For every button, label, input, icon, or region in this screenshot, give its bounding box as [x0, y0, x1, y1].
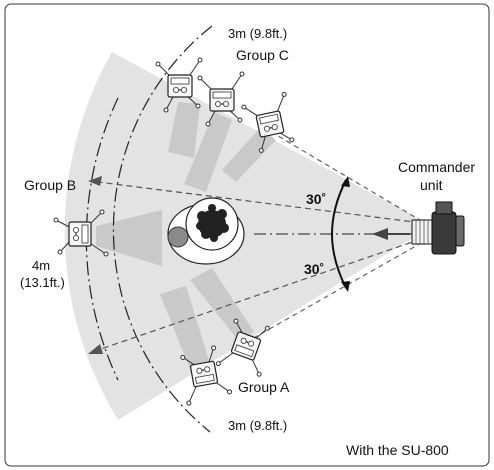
camera-icon: [411, 201, 465, 255]
fan-edge-top: [267, 129, 431, 227]
subject: [167, 197, 245, 265]
angle-arrow-down: [341, 281, 350, 292]
axis-arrowhead: [372, 228, 388, 240]
commander-label-line2: unit: [420, 177, 443, 193]
light-coverage-fan: [64, 52, 432, 420]
commander-label-line1: Commander: [398, 159, 475, 175]
beam-a1: [160, 286, 212, 374]
angle-label-upper: 30˚: [306, 191, 326, 207]
fan-edge-bottom: [249, 237, 431, 341]
subject-ball-icon: [167, 226, 189, 248]
group-c-label: Group C: [236, 47, 289, 63]
beam-b: [96, 210, 162, 266]
angle-arrow-up: [341, 176, 350, 187]
arc-3m: [112, 25, 213, 433]
group-b-label: Group B: [24, 177, 76, 193]
group-a-label: Group A: [238, 379, 290, 395]
distance-label-left-2: (13.1ft.): [20, 275, 65, 290]
beam-c2: [184, 112, 232, 192]
beam-c1: [168, 102, 200, 158]
distance-label-left-1: 4m: [32, 258, 50, 273]
arrow-to-group-b: [88, 176, 431, 225]
subject-plant-icon: [196, 204, 229, 242]
caption: With the SU-800: [346, 442, 449, 458]
beam-c3: [222, 128, 276, 182]
arrow-to-group-a: [88, 235, 431, 354]
distance-label-bottom: 3m (9.8ft.): [228, 418, 287, 433]
distance-label-top: 3m (9.8ft.): [228, 26, 287, 41]
fan-edges: [249, 129, 431, 341]
flash-beams: [96, 102, 276, 374]
angle-label-lower: 30˚: [304, 261, 324, 277]
center-axis: [254, 228, 418, 240]
